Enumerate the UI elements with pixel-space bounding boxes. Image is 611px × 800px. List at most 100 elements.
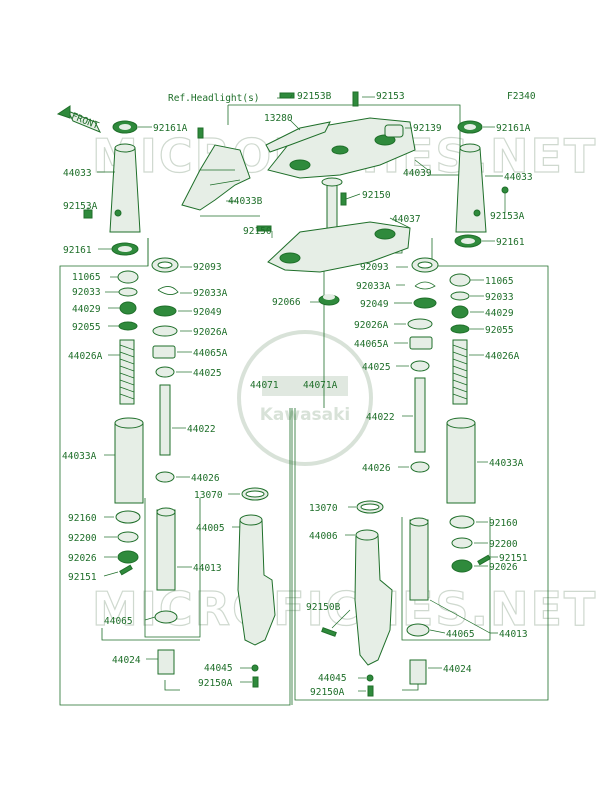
callout-92049-left: 92049 — [193, 307, 222, 318]
callout-44025-right: 44025 — [362, 362, 391, 373]
part-44013-right — [409, 519, 429, 601]
part-92150A-left — [252, 676, 259, 688]
part-92200-left — [117, 531, 139, 543]
part-92160-left — [115, 510, 141, 524]
part-44045-left — [251, 664, 259, 672]
part-92150B — [321, 627, 337, 637]
callout-92055-left: 92055 — [72, 322, 101, 333]
part-44065A-right — [409, 336, 433, 350]
part-44029-left — [119, 301, 137, 315]
part-44005 — [237, 519, 276, 646]
callout-92150A-right: 92150A — [310, 687, 345, 698]
kawasaki-logo: Kawasaki — [237, 330, 373, 466]
callout-44006: 44006 — [309, 531, 338, 542]
watermark-bottom: MICROFICHES.NET — [92, 582, 597, 636]
part-44037 — [267, 221, 411, 273]
part-44024-right — [409, 659, 427, 685]
part-11065-left — [117, 270, 139, 284]
callout-44025-left: 44025 — [193, 368, 222, 379]
callout-44071: 44071 — [250, 380, 279, 391]
part-44033A-left — [114, 422, 144, 504]
front-label: FRONT — [70, 111, 101, 132]
callout-92160-left: 92160 — [68, 513, 97, 524]
callout-13070-right: 13070 — [309, 503, 338, 514]
callout-13280: 13280 — [264, 113, 293, 124]
callout-44037: 44037 — [392, 214, 421, 225]
callout-92161A-left: 92161A — [153, 123, 188, 134]
callout-44029-left: 44029 — [72, 304, 101, 315]
callout-44029-right: 44029 — [485, 308, 514, 319]
callout-44033-right: 44033 — [504, 172, 533, 183]
callout-92033A-right: 92033A — [356, 281, 391, 292]
part-44022-right — [414, 377, 426, 453]
part-92026A-right — [407, 318, 433, 330]
callout-44005: 44005 — [196, 523, 225, 534]
callout-44022-right: 44022 — [366, 412, 395, 423]
part-92153A-right — [501, 186, 509, 194]
part-44026-right — [410, 461, 430, 473]
part-44026A-left — [119, 339, 135, 405]
part-44026-left — [155, 471, 175, 483]
part-92033A-left — [157, 286, 179, 295]
callout-44033-left: 44033 — [63, 168, 92, 179]
part-92150-left — [256, 225, 272, 232]
callout-92200-right: 92200 — [489, 539, 518, 550]
part-92026-right — [451, 559, 473, 573]
callout-92151-right: 92151 — [499, 553, 528, 564]
callout-44071A: 44071A — [303, 380, 338, 391]
kawasaki-logo-text: Kawasaki — [260, 405, 351, 425]
part-44033A-right — [446, 422, 476, 504]
part-44029-right — [451, 305, 469, 319]
callout-44026A-right: 44026A — [485, 351, 520, 362]
callout-92026-left: 92026 — [68, 553, 97, 564]
callout-labels: Ref.Headlight(s) 92153B 92153 13280 9213… — [62, 91, 533, 698]
part-92055-left — [118, 321, 138, 331]
callout-44033A-right: 44033A — [489, 458, 524, 469]
callout-92139: 92139 — [413, 123, 442, 134]
callout-92093-left: 92093 — [193, 262, 222, 273]
callout-11065-right: 11065 — [485, 276, 514, 287]
callout-44026A-left: 44026A — [68, 351, 103, 362]
callout-92161-right: 92161 — [496, 237, 525, 248]
part-92150A-right — [367, 685, 374, 697]
callout-92150-left: 92150 — [243, 226, 272, 237]
part-44025-left — [155, 366, 175, 378]
callout-92066: 92066 — [272, 297, 301, 308]
callout-92200-left: 92200 — [68, 533, 97, 544]
part-92153-top — [352, 91, 359, 107]
callout-92026A-left: 92026A — [193, 327, 228, 338]
callout-92153B: 92153B — [297, 91, 332, 102]
part-44024-left — [157, 649, 175, 675]
callout-92161-left: 92161 — [63, 245, 92, 256]
part-92139 — [384, 124, 404, 138]
callout-44022-left: 44022 — [187, 424, 216, 435]
callout-92150A-left: 92150A — [198, 678, 233, 689]
callout-92150-upper: 92150 — [362, 190, 391, 201]
part-92200-right — [451, 537, 473, 549]
part-44033B — [181, 144, 251, 211]
callout-92026-right: 92026 — [489, 562, 518, 573]
part-92151-right — [477, 554, 491, 566]
part-44045-right — [366, 674, 374, 682]
callout-44065A-left: 44065A — [193, 348, 228, 359]
part-92026A-left — [152, 325, 178, 337]
front-arrow-icon: FRONT — [56, 105, 102, 133]
part-44033-left — [109, 147, 141, 233]
callout-92151-left: 92151 — [68, 572, 97, 583]
part-92160-right — [449, 515, 475, 529]
callout-44026-right: 44026 — [362, 463, 391, 474]
part-44025-right — [410, 360, 430, 372]
callout-44013-right: 44013 — [499, 629, 528, 640]
callout-92093-right: 92093 — [360, 262, 389, 273]
callout-44065A-right: 44065A — [354, 339, 389, 350]
part-92049-right — [413, 297, 437, 309]
part-44065A-left — [152, 345, 176, 359]
part-92033A-right — [414, 281, 436, 290]
part-44065-right — [406, 623, 430, 637]
part-92150-upper — [340, 192, 347, 206]
part-44026A-right — [452, 339, 468, 405]
callout-92153A-right: 92153A — [490, 211, 525, 222]
part-44013-left — [156, 509, 176, 591]
leader-lines — [87, 94, 506, 692]
